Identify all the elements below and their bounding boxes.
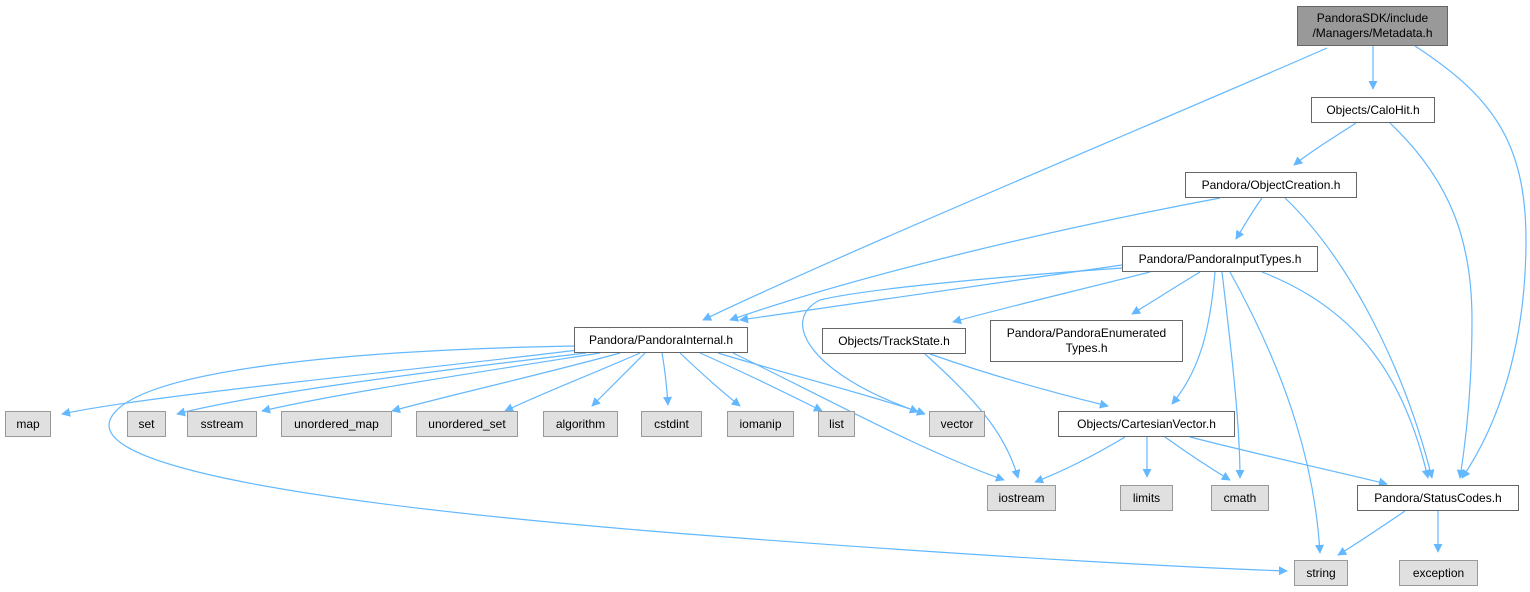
node-set: set [127, 411, 166, 437]
node-label: Pandora/PandoraInputTypes.h [1138, 251, 1302, 266]
edge-pandorainternal-to-algorithm [591, 352, 646, 407]
edge-trackstate-to-cartesianvector [929, 353, 1109, 409]
node-label: iomanip [739, 416, 782, 431]
edge-pandorainternal-to-sstream [261, 352, 601, 414]
node-limits: limits [1120, 485, 1173, 511]
node-iostream: iostream [987, 485, 1056, 511]
node-cstdint: cstdint [641, 411, 702, 437]
node-list: list [818, 411, 855, 437]
edge-pandorainternal-to-iomanip [679, 352, 741, 407]
node-objectcreation-h[interactable]: Pandora/ObjectCreation.h [1185, 172, 1357, 198]
edge-calohit-to-objectcreation [1293, 122, 1357, 166]
node-statuscodes-h[interactable]: Pandora/StatusCodes.h [1357, 485, 1519, 511]
node-label: list [829, 416, 844, 431]
node-unordered-set: unordered_set [416, 411, 518, 437]
edge-statuscodes-to-string [1337, 510, 1406, 556]
node-vector: vector [929, 411, 985, 437]
node-label: map [16, 416, 40, 431]
node-unordered-map: unordered_map [281, 411, 392, 437]
edge-pandorainputtypes-to-trackstate [952, 271, 1151, 325]
edge-pandorainternal-to-unordered_set [504, 352, 641, 412]
node-label: unordered_map [294, 416, 379, 431]
node-sstream: sstream [187, 411, 257, 437]
node-cartesianvector-h[interactable]: Objects/CartesianVector.h [1058, 411, 1235, 437]
node-label: sstream [200, 416, 244, 431]
edge-pandorainputtypes-to-vector [802, 267, 1123, 414]
node-label: Objects/CartesianVector.h [1077, 416, 1216, 431]
edge-metadata-to-statuscodes [1414, 45, 1527, 479]
node-pandorainternal-h[interactable]: Pandora/PandoraInternal.h [574, 327, 748, 353]
edge-pandorainputtypes-to-cmath [1221, 271, 1245, 479]
edge-pandorainternal-to-set [176, 352, 587, 417]
edge-pandorainternal-to-iostream [732, 352, 1005, 482]
node-map: map [5, 411, 51, 437]
edge-cartesianvector-to-statuscodes [1189, 436, 1388, 487]
node-label: algorithm [555, 416, 606, 431]
edge-pandorainternal-to-cstdint [661, 352, 672, 406]
node-label: unordered_set [428, 416, 506, 431]
edge-objectcreation-to-statuscodes [1284, 197, 1435, 479]
node-label: Pandora/ObjectCreation.h [1201, 177, 1341, 192]
edge-pandorainternal-to-string [108, 345, 1288, 576]
node-trackstate-h[interactable]: Objects/TrackState.h [822, 328, 966, 354]
edge-cartesianvector-to-iostream [1034, 436, 1126, 484]
node-label: vector [940, 416, 974, 431]
edge-pandorainputtypes-to-pandoraenumeratedtypes [1131, 271, 1201, 315]
node-metadata-h: PandoraSDK/include/Managers/Metadata.h [1297, 6, 1448, 46]
node-label: iostream [998, 490, 1045, 505]
node-label: cmath [1223, 490, 1257, 505]
edge-pandorainternal-to-vector [717, 352, 926, 416]
node-cmath: cmath [1211, 485, 1269, 511]
node-label: Objects/CaloHit.h [1326, 102, 1420, 117]
edge-cartesianvector-to-cmath [1164, 436, 1231, 481]
edge-pandorainputtypes-to-string [1229, 271, 1325, 554]
node-label: string [1306, 565, 1336, 580]
edge-pandorainputtypes-to-cartesianvector [1171, 271, 1216, 405]
edge-metadata-to-pandorainternal [702, 47, 1328, 321]
edge-objectcreation-to-pandorainternal [729, 197, 1221, 322]
node-label: set [138, 416, 155, 431]
node-label: Objects/TrackState.h [838, 333, 950, 348]
node-label: PandoraSDK/include/Managers/Metadata.h [1312, 11, 1433, 40]
node-label: limits [1132, 490, 1161, 505]
node-pandorainputtypes-h[interactable]: Pandora/PandoraInputTypes.h [1122, 246, 1318, 272]
edge-pandorainternal-to-unordered_map [391, 352, 621, 414]
node-string: string [1294, 560, 1348, 586]
node-label: cstdint [654, 416, 689, 431]
edge-pandorainputtypes-to-statuscodes [1261, 271, 1431, 479]
edge-pandorainputtypes-to-pandorainternal [739, 264, 1123, 324]
node-label: exception [1412, 565, 1465, 580]
node-label: Pandora/StatusCodes.h [1374, 490, 1502, 505]
node-exception: exception [1399, 560, 1478, 586]
node-iomanip: iomanip [727, 411, 794, 437]
node-label: Pandora/PandoraInternal.h [588, 332, 734, 347]
node-calohit-h[interactable]: Objects/CaloHit.h [1311, 97, 1435, 123]
edge-calohit-to-statuscodes [1389, 122, 1473, 479]
edge-pandorainternal-to-map [61, 349, 579, 417]
edge-pandorainternal-to-list [699, 352, 823, 412]
node-algorithm: algorithm [543, 411, 618, 437]
edge-objectcreation-to-pandorainputtypes [1235, 197, 1263, 240]
